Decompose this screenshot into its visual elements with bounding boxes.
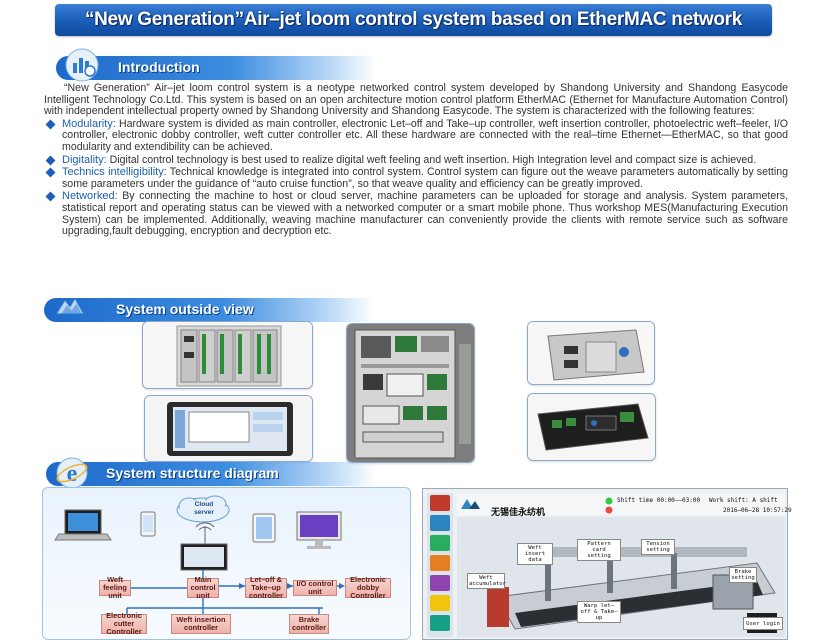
section-label: System outside view <box>116 301 254 317</box>
hmi-nav-icon[interactable] <box>430 595 450 611</box>
touch-panel-icon <box>180 543 228 571</box>
hmi-work-shift: Work shift: A shift <box>709 497 778 504</box>
wireless-icon <box>195 522 215 544</box>
feature-text: Digital control technology is best used … <box>106 153 757 166</box>
block-io-control: I/O control unit <box>293 580 337 596</box>
hmi-nav-icon[interactable] <box>430 615 450 631</box>
company-logo-icon <box>461 499 480 509</box>
section-label: Introduction <box>118 59 200 75</box>
laptop-icon <box>54 509 112 541</box>
hmi-panel-image <box>145 396 312 461</box>
structure-diagram: Cloud server Weft feeling unit Main cont… <box>42 487 411 640</box>
diamond-bullet-icon <box>45 191 56 202</box>
chart-icon <box>65 48 99 82</box>
mountain-icon <box>55 297 85 315</box>
hmi-user-login-button[interactable]: User login <box>743 617 783 630</box>
photo-ethermac-controller <box>527 393 656 461</box>
photo-control-cabinet <box>346 323 475 463</box>
feature-keyword: Modularity: <box>62 117 116 130</box>
photo-hmi-panel <box>144 395 313 462</box>
ethermac-controller-image <box>528 394 655 460</box>
diamond-bullet-icon <box>45 167 56 178</box>
cloud-icon <box>176 495 230 523</box>
hmi-datetime: 2016–06–28 10:57:29 <box>723 507 792 514</box>
block-weft-insertion: Weft insertion controller <box>171 614 231 634</box>
hmi-nav-icon[interactable] <box>430 495 450 511</box>
feature-item: Digitality: Digital control technology i… <box>44 153 788 167</box>
svg-text:e: e <box>67 461 78 487</box>
internet-explorer-icon: e <box>56 457 88 489</box>
feature-item: Modularity: Hardware system is divided a… <box>44 117 788 154</box>
cabinet-image <box>347 324 474 462</box>
diamond-bullet-icon <box>45 155 56 166</box>
controller-module-image <box>143 322 312 388</box>
section-structure: e System structure diagram <box>46 457 376 489</box>
hmi-nav-icon[interactable] <box>430 575 450 591</box>
feature-text: Hardware system is divided as main contr… <box>62 117 788 153</box>
block-weft-feeling: Weft feeling unit <box>99 576 131 600</box>
feature-text: Technical knowledge is integrated into c… <box>62 166 789 190</box>
desktop-monitor-icon <box>296 511 342 549</box>
block-let-off: Let–off & Take–up controller <box>245 576 287 600</box>
block-brake: Brake controller <box>289 614 329 634</box>
intro-paragraph: “New Generation” Air–jet loom control sy… <box>44 82 788 118</box>
hmi-icon-column <box>427 493 453 637</box>
hmi-warp-button[interactable]: Warp let–off & Take–up <box>577 601 621 623</box>
hmi-shift-time: Shift time 00:00——03:00 <box>617 497 701 504</box>
hmi-top-bar: 无锡佳永纺机 Shift time 00:00——03:00 Work shif… <box>457 493 792 518</box>
hmi-company-name: 无锡佳永纺机 <box>491 508 546 518</box>
photo-main-controller <box>142 321 313 389</box>
hmi-weft-insert-button[interactable]: Weft insert data <box>517 543 553 565</box>
block-cutter: Electronic cutter Controller <box>101 612 147 636</box>
hmi-pattern-card-button[interactable]: Pattern card setting <box>577 539 621 561</box>
hmi-nav-icon[interactable] <box>430 515 450 531</box>
hmi-accumulator-button[interactable]: Weft accumulator <box>467 573 507 589</box>
section-introduction: Introduction <box>56 48 376 82</box>
feature-keyword: Technics intelligibility: <box>62 166 167 179</box>
section-label: System structure diagram <box>106 465 279 481</box>
status-light-icon <box>605 506 613 514</box>
intro-body: “New Generation” Air–jet loom control sy… <box>44 82 789 238</box>
page-title: “New Generation”Air–jet loom control sys… <box>84 9 743 30</box>
section-outside-view: System outside view <box>44 297 374 322</box>
hmi-loom-view: Weft insert data Pattern card setting Te… <box>457 517 785 637</box>
diagram-connectors <box>54 495 345 614</box>
tablet-icon <box>252 513 276 543</box>
cloud-server-label: Cloud server <box>194 501 214 516</box>
hmi-brake-button[interactable]: Brake setting <box>729 567 757 583</box>
io-box-image <box>528 322 654 384</box>
hmi-nav-icon[interactable] <box>430 535 450 551</box>
hmi-nav-icon[interactable] <box>430 555 450 571</box>
status-light-icon <box>605 497 613 505</box>
photo-io-box <box>527 321 655 385</box>
feature-item: Technics intelligibility: Technical know… <box>44 166 789 190</box>
feature-keyword: Digitality: <box>62 153 107 166</box>
diamond-bullet-icon <box>45 119 56 130</box>
feature-item: Networked: By connecting the machine to … <box>44 191 788 237</box>
title-banner: “New Generation”Air–jet loom control sys… <box>55 4 772 36</box>
feature-keyword: Networked: <box>62 190 118 203</box>
block-main-control: Main control unit <box>187 576 219 600</box>
phone-icon <box>140 511 156 537</box>
feature-text: By connecting the machine to host or clo… <box>62 190 788 238</box>
hmi-tension-button[interactable]: Tension setting <box>641 539 675 555</box>
hmi-screenshot: 无锡佳永纺机 Shift time 00:00——03:00 Work shif… <box>422 488 792 640</box>
block-dobby: Electronic dobby Controller <box>345 576 391 600</box>
